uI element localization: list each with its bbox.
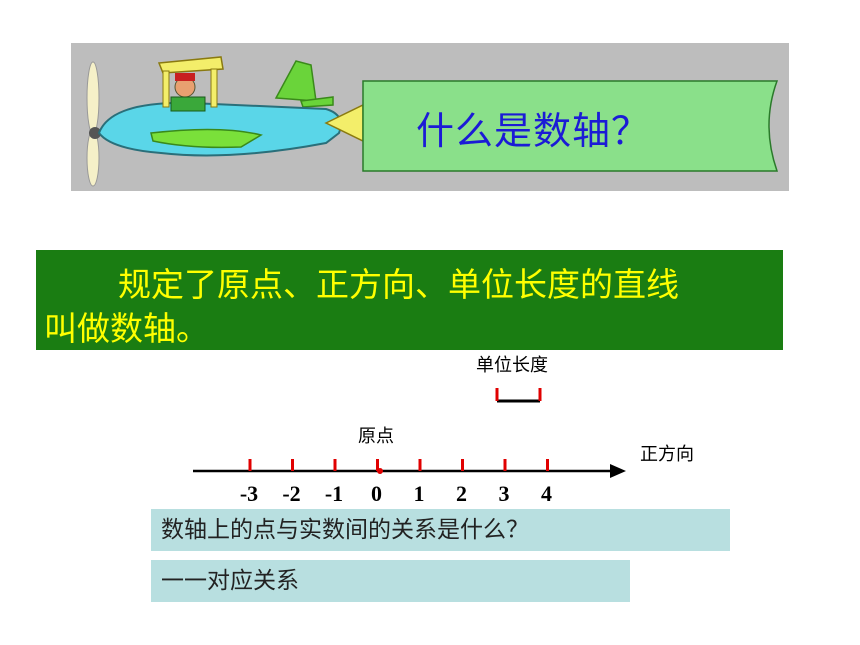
tick-label: 2 bbox=[456, 481, 467, 506]
tick-label: 3 bbox=[498, 481, 510, 506]
tick-label: 1 bbox=[413, 481, 425, 506]
cockpit-roof bbox=[157, 56, 224, 74]
question-box: 数轴上的点与实数间的关系是什么？ bbox=[151, 509, 730, 551]
airplane-illustration bbox=[86, 56, 779, 187]
pilot-cap bbox=[175, 73, 195, 81]
definition-line-2: 叫做数轴。 bbox=[44, 309, 209, 348]
wing bbox=[150, 128, 263, 149]
banner-title: 什么是数轴？ bbox=[416, 109, 651, 153]
cockpit-post-left bbox=[162, 70, 170, 108]
tick-label: -2 bbox=[282, 481, 301, 506]
question-text: 数轴上的点与实数间的关系是什么？ bbox=[161, 517, 529, 543]
cockpit-post-right bbox=[210, 68, 218, 108]
airplane-banner bbox=[71, 43, 789, 191]
unit-length-label: 单位长度 bbox=[476, 355, 548, 376]
tail-stabilizer bbox=[299, 96, 334, 108]
tick-label: 4 bbox=[541, 481, 552, 506]
tick-group bbox=[248, 459, 549, 471]
tick-label: -1 bbox=[324, 481, 344, 506]
origin-label: 原点 bbox=[358, 426, 394, 447]
positive-direction-label: 正方向 bbox=[640, 444, 694, 465]
origin-point bbox=[377, 468, 383, 474]
axis-arrow-icon bbox=[610, 464, 626, 478]
tail-fin bbox=[274, 60, 317, 102]
tick-label: -3 bbox=[239, 481, 259, 506]
tick-label: 0 bbox=[371, 481, 382, 506]
definition-line-1: 规定了原点、正方向、单位长度的直线 bbox=[118, 265, 679, 304]
banner-flag bbox=[362, 80, 779, 172]
answer-box: 一一对应关系 bbox=[151, 560, 630, 602]
definition-box bbox=[36, 250, 783, 350]
answer-text: 一一对应关系 bbox=[161, 568, 299, 594]
pilot-body bbox=[170, 96, 206, 112]
propeller-hub bbox=[89, 127, 101, 139]
